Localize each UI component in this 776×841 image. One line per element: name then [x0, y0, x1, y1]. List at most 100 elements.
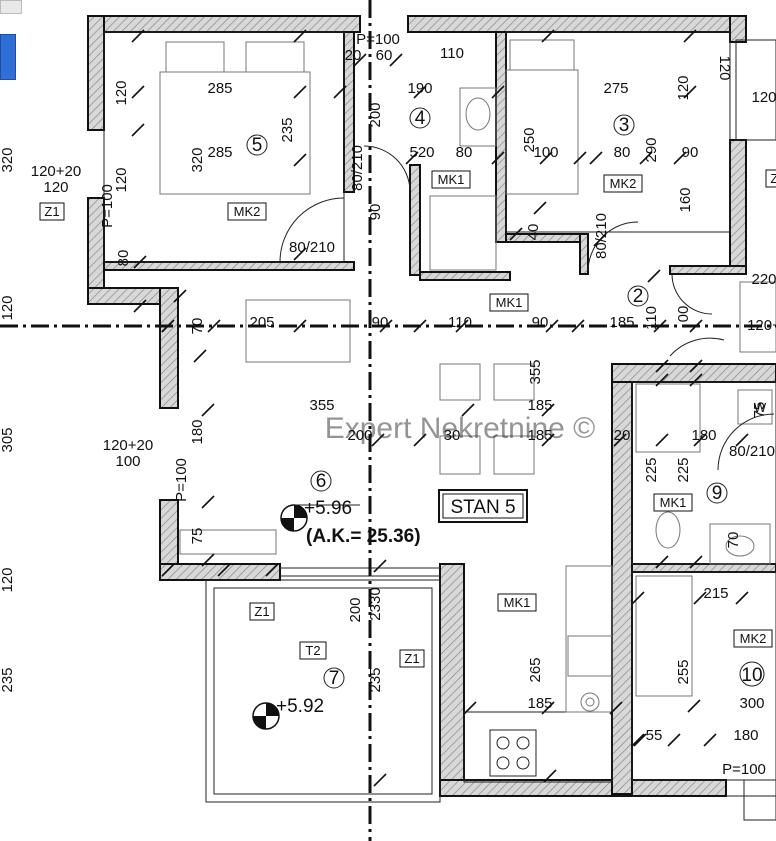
dimension-tick	[265, 563, 279, 577]
dim-label: 90	[532, 314, 549, 331]
dimension-tick	[683, 85, 697, 99]
watermark: Expert Nekretnine ©	[325, 412, 596, 445]
dimension-tick	[131, 123, 145, 137]
room-numbers: 5 4 3 2 6 7 9 10	[246, 107, 765, 689]
room-number: 4	[415, 108, 426, 129]
dim-label: 120	[675, 75, 692, 100]
dim-label: 120	[0, 295, 16, 320]
dimension-tick	[693, 591, 707, 605]
dim-label: 355	[527, 359, 544, 384]
dim-label: 185	[527, 695, 552, 712]
dimension-tick	[201, 553, 215, 567]
dim-label: 235	[279, 117, 296, 142]
dimension-tick	[491, 151, 505, 165]
dim-label: 120	[43, 179, 68, 196]
dim-label: P=100	[722, 761, 766, 778]
side-panel-tab[interactable]	[0, 34, 16, 80]
dim-label: 285	[207, 80, 232, 97]
dimension-tick	[131, 85, 145, 99]
dim-label: 285	[207, 144, 232, 161]
dim-label: P=100	[356, 31, 400, 48]
dimension-tick	[217, 563, 231, 577]
dim-label: 320	[189, 147, 206, 172]
dim-label: 300	[739, 695, 764, 712]
walls	[87, 15, 776, 797]
dimension-tick	[333, 85, 347, 99]
dim-label: 185	[609, 314, 634, 331]
dim-label: 190	[407, 80, 432, 97]
dimension-tick	[413, 319, 427, 333]
dim-label: 110	[448, 314, 472, 331]
dimension-tick	[373, 773, 387, 787]
dim-label: 20	[614, 427, 631, 444]
dim-label: P=100	[99, 184, 116, 228]
tag-mk2: MK2	[234, 204, 261, 219]
level-markers: +5.96 (A.K.= 25.36) +5.92	[252, 498, 421, 730]
dim-label: 250	[521, 127, 538, 152]
dimension-tick	[541, 403, 555, 417]
dimension-tick	[689, 555, 703, 569]
dimension-tick	[379, 319, 393, 333]
dim-label: 225	[643, 457, 660, 482]
room-number: 2	[633, 286, 644, 307]
room-number: 9	[712, 483, 723, 504]
dimension-tick	[573, 151, 587, 165]
dimension-tick	[293, 247, 307, 261]
dimension-tick	[703, 733, 717, 747]
room-number: 7	[329, 668, 340, 689]
tag-mk1: MK1	[504, 595, 531, 610]
dimension-tick	[413, 433, 427, 447]
dimension-tick	[689, 373, 703, 387]
dimension-tick	[413, 85, 427, 99]
dimension-tick	[293, 153, 307, 167]
dimension-tick	[633, 733, 647, 747]
dimension-tick	[667, 733, 681, 747]
dimension-tick	[353, 53, 367, 67]
dimension-tick	[543, 769, 557, 783]
dim-label: 355	[309, 397, 334, 414]
dimension-tick	[693, 433, 707, 447]
window-corner	[0, 0, 22, 14]
dimension-tick	[193, 349, 207, 363]
dimension-tick	[161, 563, 175, 577]
dimension-labels: 120 285 235 320 285 120 80 80/210 20 60 …	[0, 31, 776, 778]
dimension-tick	[405, 151, 419, 165]
floor-level: +5.96	[304, 498, 352, 519]
dim-label: 80/210	[729, 443, 775, 460]
tag-t2: T2	[305, 643, 320, 658]
dim-label: 75	[189, 528, 206, 545]
tag-mk1: MK1	[660, 495, 687, 510]
dim-label: 100	[115, 453, 140, 470]
dimension-tick	[541, 29, 555, 43]
dim-label: 205	[249, 314, 274, 331]
dim-label: 160	[677, 187, 694, 212]
dimension-tick	[131, 29, 145, 43]
tag-z1: Z1	[404, 651, 419, 666]
dim-label: 185	[527, 427, 552, 444]
dimension-tick	[653, 319, 667, 333]
dimension-tick	[461, 403, 475, 417]
tag-mk2: MK2	[740, 631, 767, 646]
dimension-tick	[541, 701, 555, 715]
dim-label: 180	[189, 419, 206, 444]
dim-label: 2330	[367, 587, 384, 620]
dimension-tick	[655, 359, 669, 373]
dim-label: 200	[367, 102, 384, 127]
dimension-tick	[589, 151, 603, 165]
dimension-tick	[133, 255, 147, 269]
dimension-tick	[673, 151, 687, 165]
dimension-tick	[545, 319, 559, 333]
dimension-tick	[455, 319, 469, 333]
dim-label: 40	[525, 224, 542, 241]
dim-label: 70	[189, 318, 206, 335]
dimension-tick	[293, 85, 307, 99]
dimension-tick	[373, 559, 387, 573]
dim-label: 120	[113, 80, 130, 105]
dimension-tick	[735, 433, 749, 447]
dim-label: 180	[691, 427, 716, 444]
dimension-tick	[689, 359, 703, 373]
dim-label: 200	[347, 427, 372, 444]
dimension-tick	[491, 85, 505, 99]
dimension-tick	[593, 233, 607, 247]
